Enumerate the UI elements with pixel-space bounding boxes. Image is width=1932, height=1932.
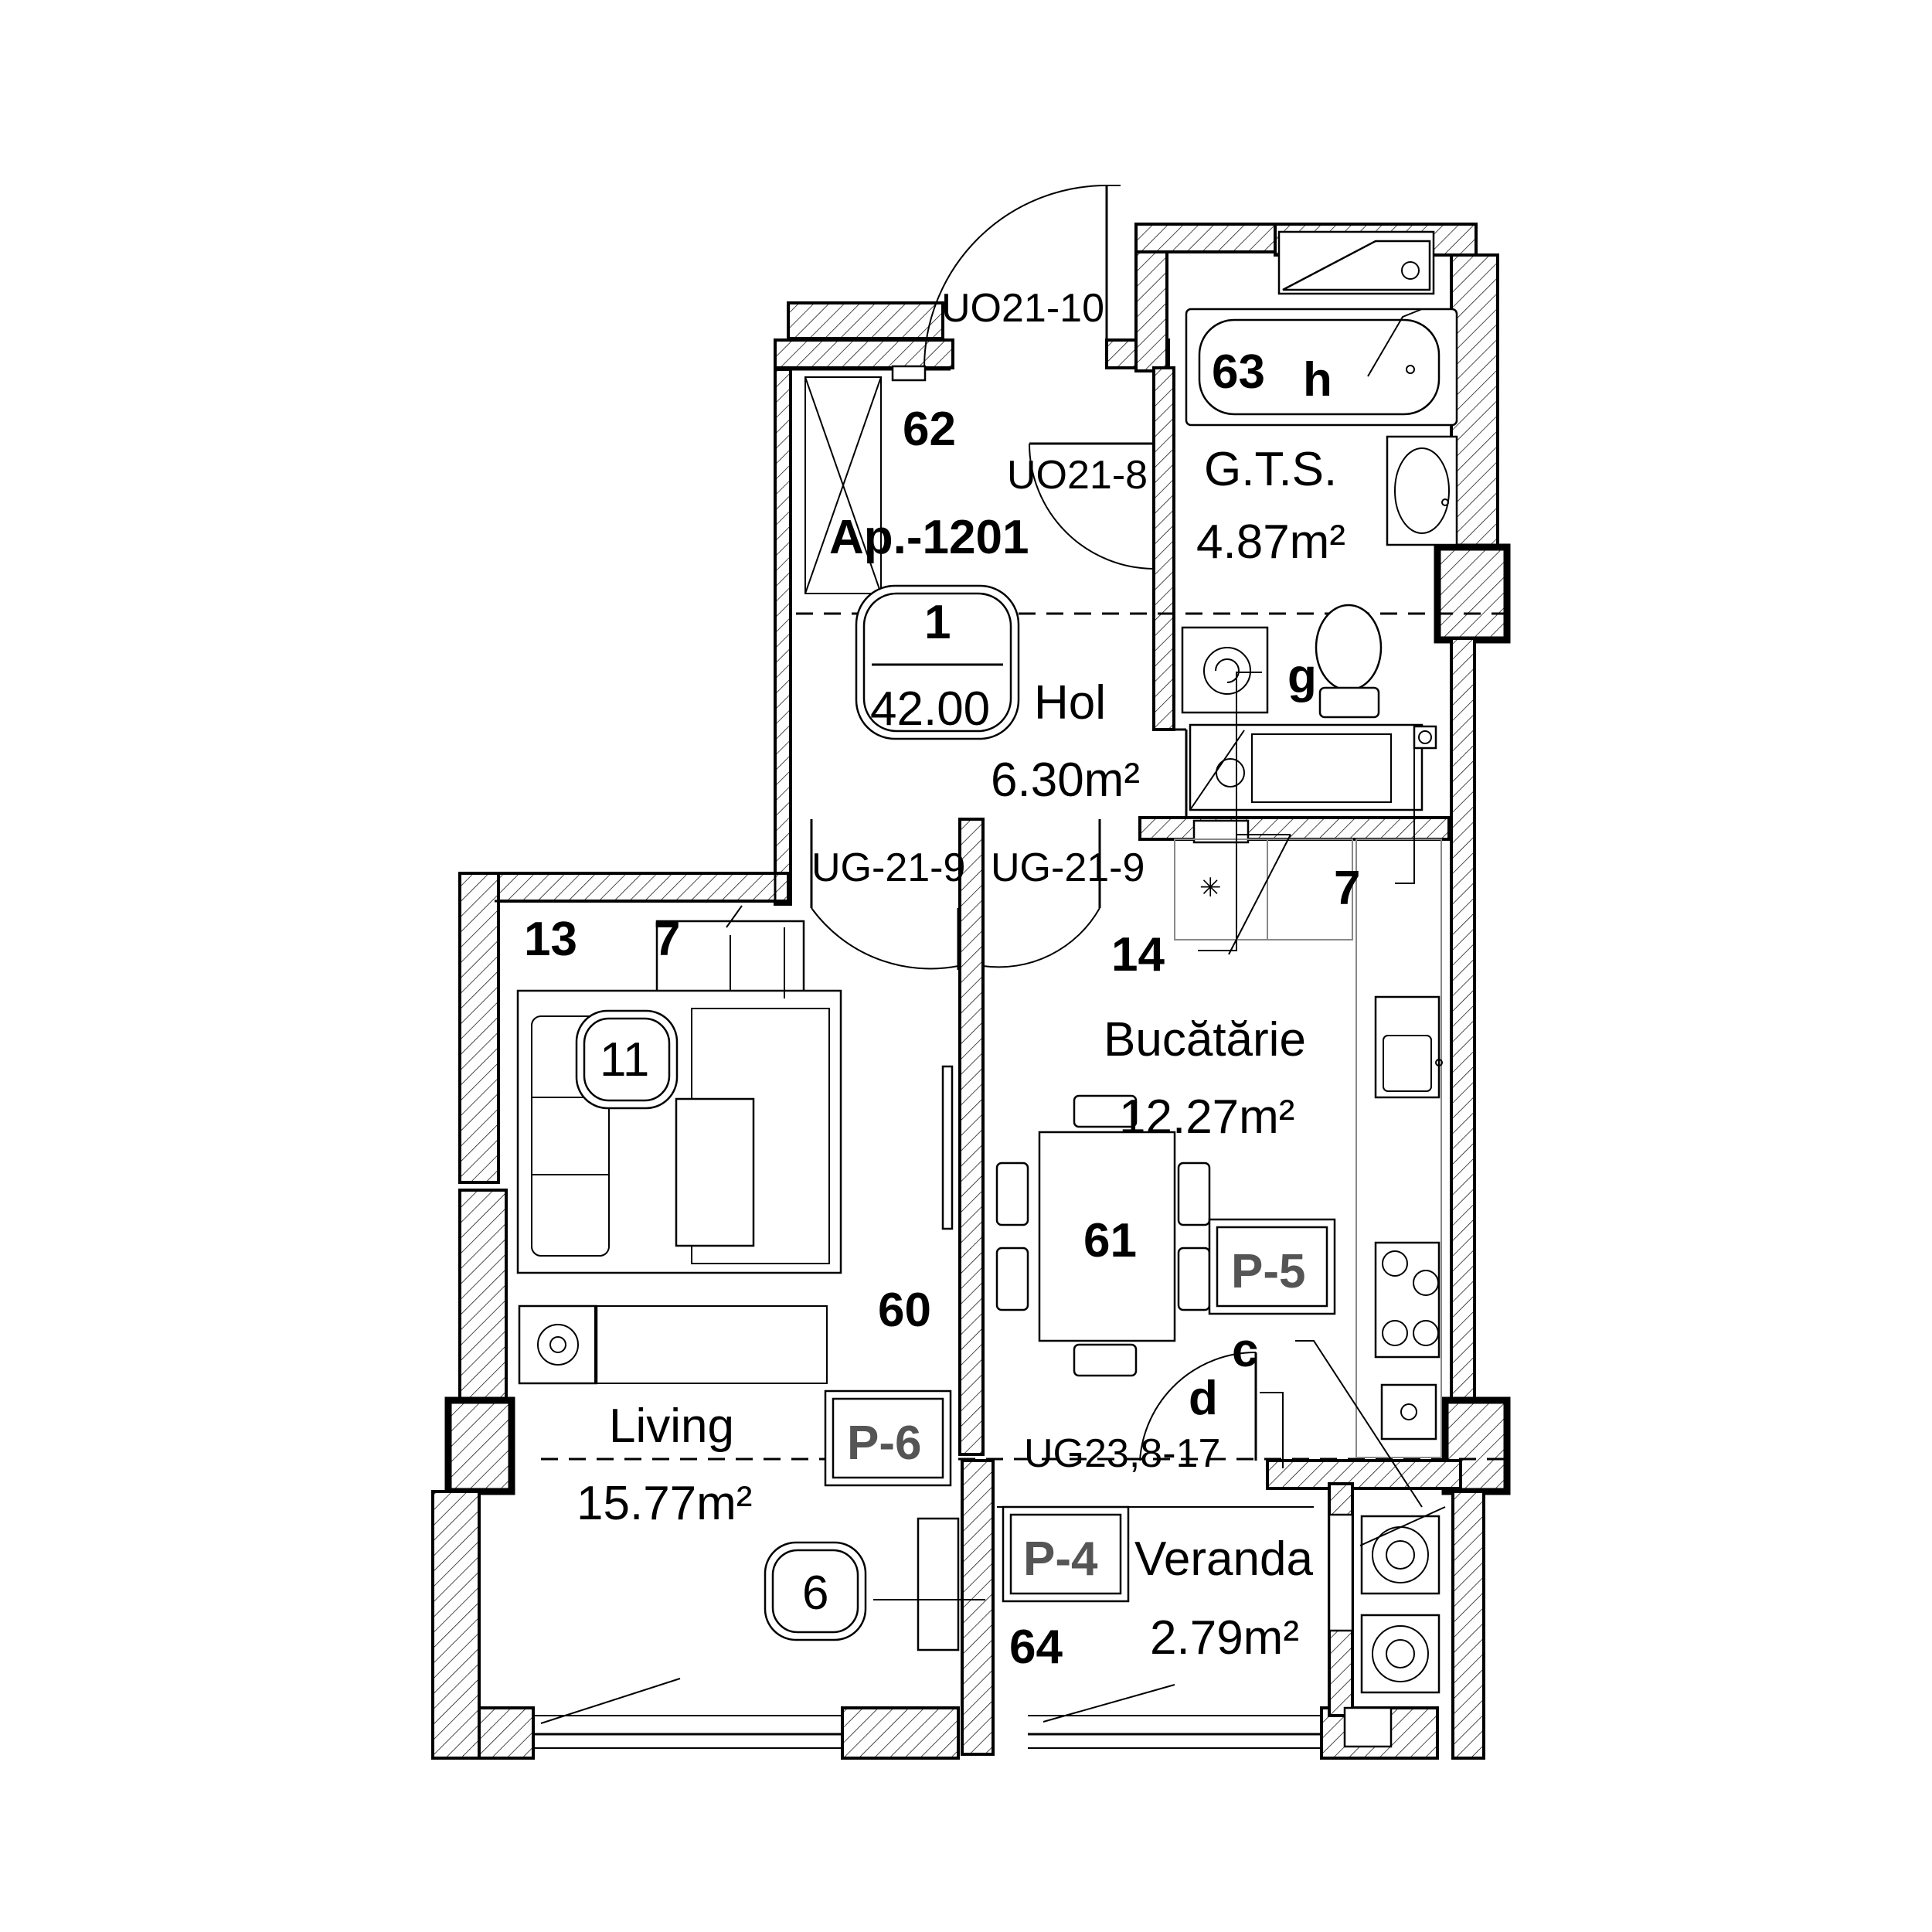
wall-gts-south — [1138, 816, 1451, 841]
apartment-code: Ap.-1201 — [829, 511, 1029, 564]
veranda-units — [1328, 1513, 1440, 1748]
panel-kitchen-inner — [1216, 1226, 1328, 1308]
toilet — [1315, 604, 1383, 719]
letter-h: h — [1303, 353, 1332, 406]
room-name-veranda: Veranda — [1134, 1532, 1314, 1586]
number-7-living: 7 — [654, 913, 680, 966]
letter-g: g — [1287, 650, 1317, 703]
svg-text:✳: ✳ — [1199, 873, 1222, 903]
wall-veranda-west — [961, 1459, 995, 1756]
wall-south-left — [478, 1706, 535, 1760]
wall-living-north — [493, 872, 790, 903]
wall-east-veranda — [1451, 1490, 1485, 1760]
leader-lines — [726, 308, 1446, 1600]
wardrobe-hol — [804, 365, 927, 594]
panel-living-inner — [832, 1397, 944, 1479]
door-veranda — [1139, 1351, 1257, 1461]
letter-c: c — [1232, 1324, 1258, 1377]
number-60: 60 — [878, 1284, 931, 1337]
room-area-veranda: 2.79m² — [1150, 1611, 1299, 1665]
panel-veranda-inner — [1009, 1513, 1122, 1595]
veranda-circle-tag-inner — [771, 1549, 859, 1634]
wall-gts-west — [1152, 366, 1175, 731]
number-61: 61 — [1083, 1214, 1137, 1267]
wall-east-upper — [1450, 253, 1499, 550]
panel-label-veranda: P-4 — [1023, 1532, 1098, 1586]
room-name-living: Living — [609, 1400, 734, 1453]
number-13: 13 — [524, 913, 577, 966]
door-kitchen — [981, 819, 1101, 970]
door-label-living: UG-21-9 — [811, 845, 965, 890]
panel-label-kitchen: P-5 — [1231, 1245, 1305, 1298]
washing-machine — [1181, 626, 1269, 714]
wall-living-west-mid — [458, 1189, 508, 1400]
door-label-kitchen: UG-21-9 — [991, 845, 1145, 890]
door-entrance — [923, 185, 1121, 369]
number-7-kitchen: 7 — [1334, 862, 1360, 915]
door-label-veranda: UG23,8-17 — [1024, 1431, 1220, 1476]
living-radiator — [917, 1517, 960, 1651]
room-area-living: 15.77m² — [577, 1477, 752, 1530]
room-name-bucatarie: Bucătărie — [1104, 1013, 1306, 1066]
bathtub — [1185, 308, 1458, 427]
kitchen-hood: ✳ — [1174, 838, 1353, 940]
room-name-gts: G.T.S. — [1204, 443, 1337, 496]
wall-top-corridor — [787, 301, 944, 340]
windows — [533, 1065, 1321, 1749]
kitchen-counter — [1355, 838, 1443, 1458]
letter-d: d — [1189, 1372, 1218, 1425]
washer-top — [1277, 230, 1435, 295]
wall-hol-west — [774, 368, 792, 906]
apartment-tag-top: 1 — [924, 596, 951, 649]
wall-gts-top — [1134, 223, 1277, 253]
column-west — [444, 1396, 515, 1495]
storage-unit — [1189, 723, 1437, 811]
room-area-bucatarie: 12.27m² — [1119, 1090, 1294, 1144]
veranda-circle-label: 6 — [802, 1566, 828, 1620]
wall-entrance-left — [774, 338, 954, 369]
number-14: 14 — [1111, 928, 1165, 981]
apartment-tag-bottom: 42.00 — [870, 682, 990, 736]
walls — [431, 223, 1511, 1760]
wall-veranda-north — [1266, 1459, 1462, 1490]
number-62: 62 — [903, 403, 956, 456]
wall-east-middle — [1450, 637, 1476, 1405]
panel-label-living: P-6 — [847, 1417, 921, 1470]
living-circle-label: 11 — [600, 1033, 649, 1087]
living-sofa — [516, 920, 842, 1385]
room-area-gts: 4.87m² — [1196, 515, 1345, 569]
wall-living-west-upper — [458, 872, 500, 1184]
kitchen-table — [995, 1094, 1211, 1377]
washbasin — [1386, 435, 1458, 546]
living-circle-tag-inner — [583, 1017, 671, 1102]
door-living — [810, 819, 960, 970]
number-64: 64 — [1009, 1621, 1063, 1674]
wall-living-west-lower — [431, 1490, 481, 1760]
door-label-bath: UO21-8 — [1007, 453, 1148, 498]
door-bath — [1029, 442, 1155, 570]
apartment-tag-inner — [862, 592, 1012, 733]
door-label-entrance: UO21-10 — [941, 286, 1104, 331]
room-name-hol: Hol — [1034, 676, 1106, 730]
wall-living-kitchen — [958, 818, 985, 1456]
number-63: 63 — [1212, 345, 1265, 399]
wall-south-mid — [841, 1706, 960, 1760]
room-area-hol: 6.30m² — [991, 753, 1140, 807]
column-east-upper — [1434, 543, 1511, 644]
